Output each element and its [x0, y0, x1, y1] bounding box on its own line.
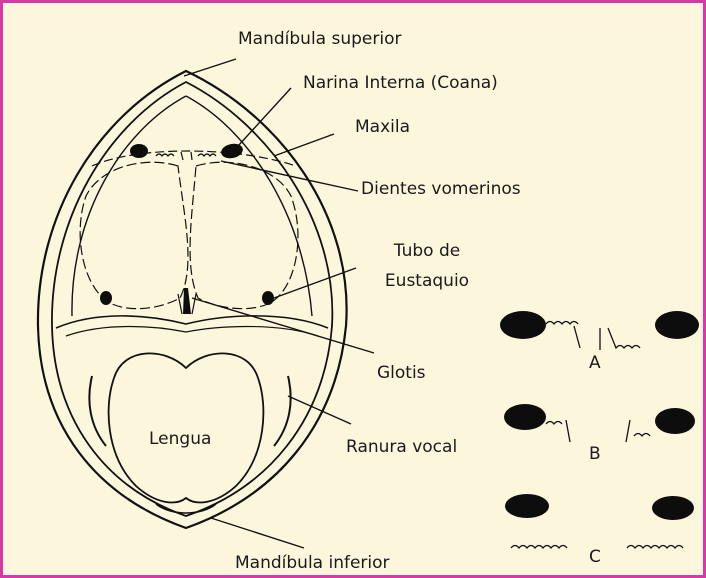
variant-a-figure	[500, 311, 699, 350]
label-lengua: Lengua	[149, 429, 211, 449]
choana-right	[220, 142, 244, 160]
leader-dientes-vomerinos	[221, 161, 358, 191]
palate-right	[190, 162, 298, 308]
maxilla-band	[92, 151, 296, 166]
palate-left	[80, 162, 188, 308]
leader-ranura-vocal	[288, 396, 351, 424]
vocal-groove-left	[89, 376, 106, 446]
label-mandibula-inferior: Mandíbula inferior	[235, 553, 390, 573]
label-narina-interna: Narina Interna (Coana)	[303, 73, 498, 93]
vomerine-teeth-right	[191, 152, 216, 160]
leader-narina-interna	[238, 88, 291, 146]
leader-mandibula-inferior	[211, 518, 304, 548]
variant-c-figure	[505, 494, 694, 548]
leader-mandibula-superior	[184, 59, 236, 76]
head-outline-outer	[38, 71, 347, 528]
leader-tubo-eustaquio	[274, 268, 356, 298]
upper-jaw-inner-rim	[72, 96, 186, 316]
label-maxila: Maxila	[355, 117, 410, 137]
label-dientes-vomerinos: Dientes vomerinos	[361, 179, 521, 199]
label-glotis: Glotis	[377, 363, 426, 383]
lower-jaw-line-2	[66, 327, 318, 337]
label-mandibula-superior: Mandíbula superior	[238, 29, 401, 49]
variant-b-figure	[504, 404, 695, 442]
variant-a-label: A	[589, 353, 601, 373]
tongue-tip	[156, 504, 216, 513]
choana-left	[130, 144, 148, 158]
label-eustaquio: Eustaquio	[380, 271, 474, 291]
upper-jaw-inner-rim-right	[186, 96, 312, 316]
label-tubo-de: Tubo de	[386, 241, 468, 261]
variant-b-label: B	[589, 444, 601, 464]
label-ranura-vocal: Ranura vocal	[346, 437, 457, 457]
tongue	[109, 353, 264, 502]
vocal-groove-right	[274, 376, 291, 446]
eustachian-right	[262, 291, 274, 305]
variant-c-label: C	[589, 547, 601, 567]
vomerine-teeth-left	[156, 152, 183, 160]
eustachian-left	[100, 291, 112, 305]
glottis	[183, 288, 191, 314]
